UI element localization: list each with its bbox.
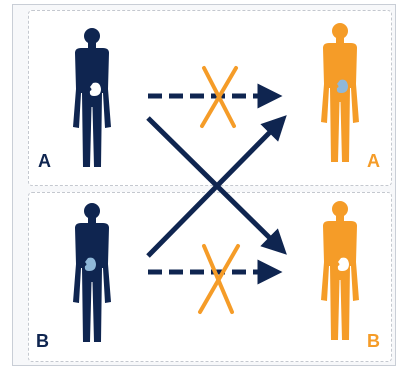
recipient-a-label: A: [367, 152, 380, 170]
swap-arrow-a-to-b: [148, 118, 278, 246]
cross-icon-b: [200, 246, 238, 312]
donor-b-person-icon: [73, 203, 111, 342]
recipient-b-person-icon: [321, 201, 359, 340]
cross-icon-a: [202, 68, 236, 126]
swap-arrow-b-to-a: [148, 124, 278, 256]
donor-a-label: A: [38, 152, 51, 170]
donor-b-label: B: [36, 332, 49, 350]
recipient-b-label: B: [367, 332, 380, 350]
recipient-a-person-icon: [321, 23, 359, 162]
donor-a-person-icon: [73, 28, 111, 167]
